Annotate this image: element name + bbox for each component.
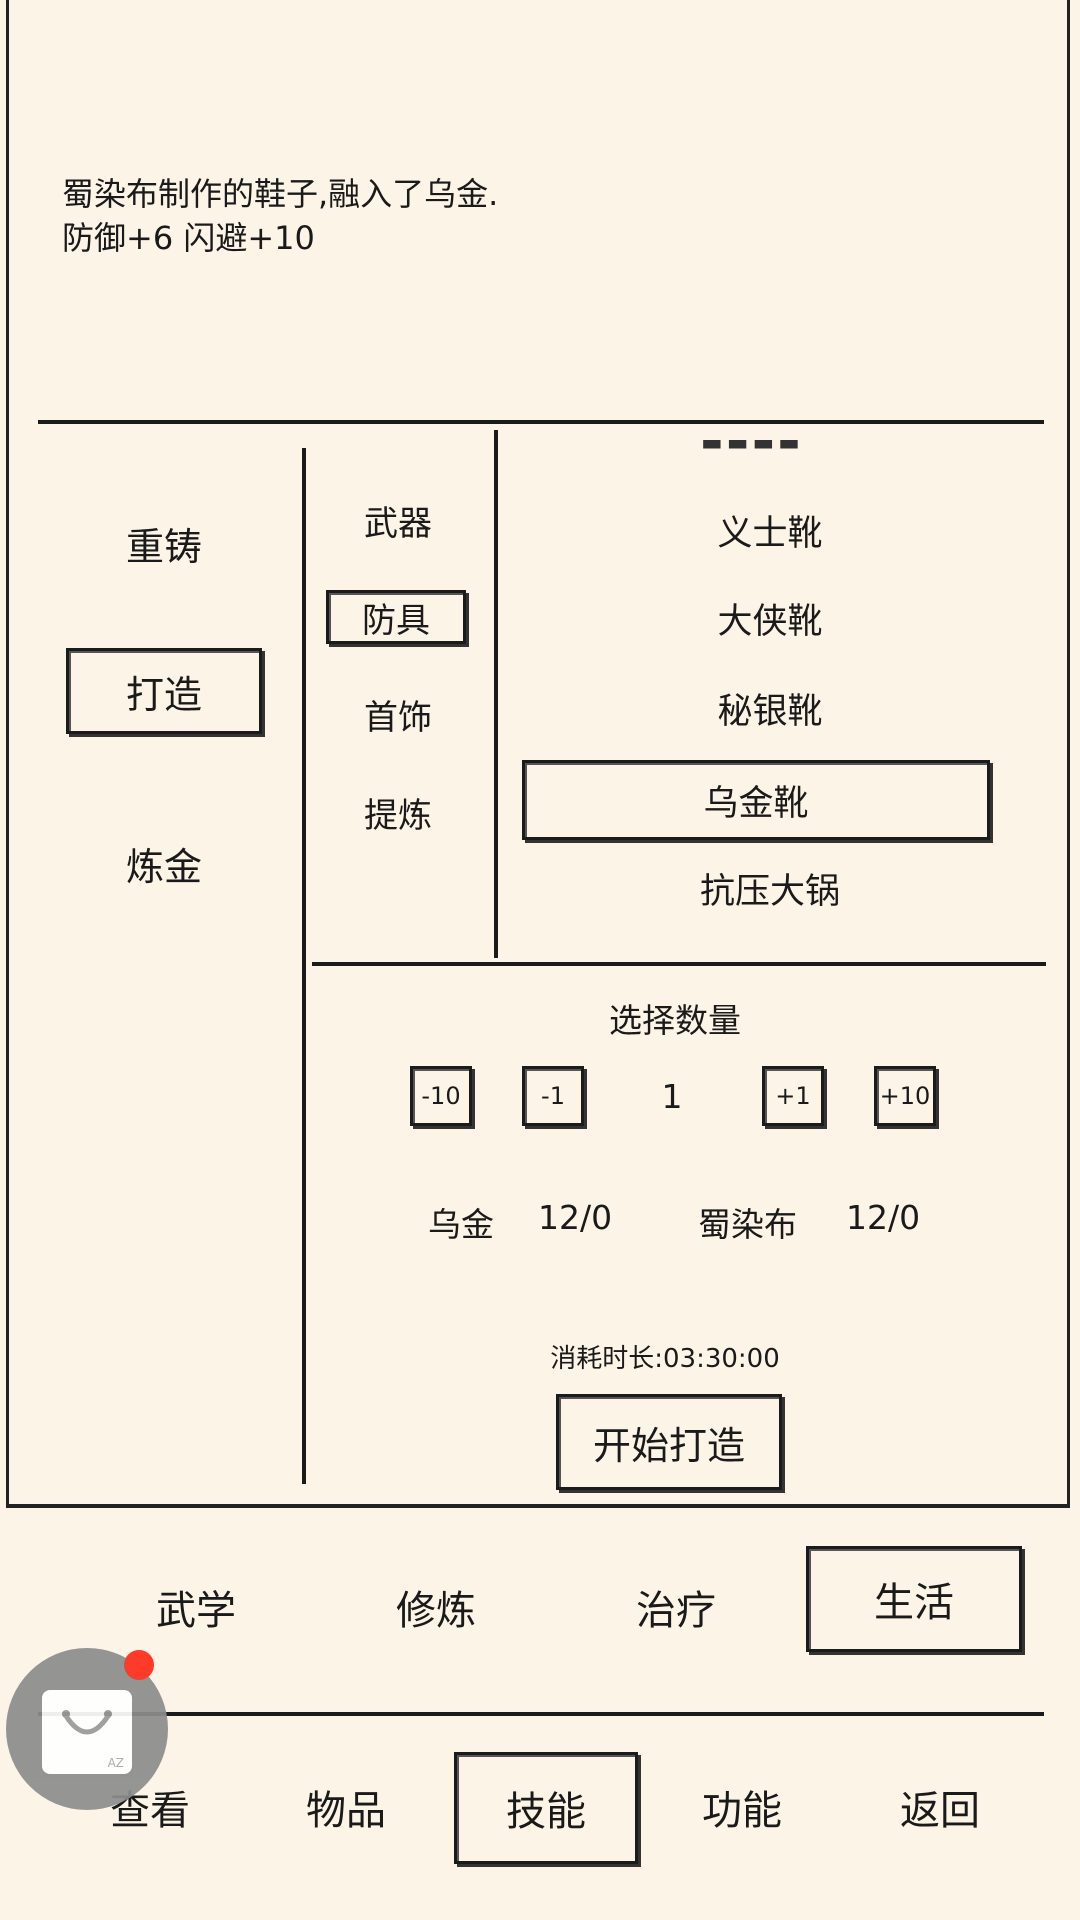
category-refine[interactable]: 提炼 xyxy=(364,795,432,836)
nav-items[interactable]: 物品 xyxy=(306,1788,386,1834)
category-armor[interactable]: 防具 xyxy=(326,590,466,644)
item-description-line2: 防御+6 闪避+10 xyxy=(62,219,315,257)
quantity-plus-1-label: +1 xyxy=(775,1082,811,1110)
start-forge-label: 开始打造 xyxy=(592,1423,745,1468)
recipe-item[interactable]: 义士靴 xyxy=(717,513,823,554)
nav-skills[interactable]: 技能 xyxy=(454,1752,638,1864)
quantity-value: 1 xyxy=(661,1076,683,1116)
category-armor-label: 防具 xyxy=(362,600,430,641)
nav-functions[interactable]: 功能 xyxy=(702,1788,782,1834)
main-panel xyxy=(6,0,1070,1508)
category-accessory[interactable]: 首饰 xyxy=(364,697,432,738)
category-column-divider xyxy=(494,430,498,958)
shopping-bag-caption: AZ xyxy=(107,1756,124,1770)
start-forge-button[interactable]: 开始打造 xyxy=(556,1394,782,1490)
quantity-minus-10-button[interactable]: -10 xyxy=(410,1066,472,1126)
nav-skills-label: 技能 xyxy=(506,1789,586,1835)
menu-recast[interactable]: 重铸 xyxy=(125,524,202,569)
tab-healing[interactable]: 治疗 xyxy=(636,1588,716,1634)
quantity-title: 选择数量 xyxy=(609,1001,741,1040)
description-divider xyxy=(38,420,1044,424)
tab-cultivation[interactable]: 修炼 xyxy=(396,1588,476,1634)
quantity-minus-10-label: -10 xyxy=(421,1082,461,1110)
floating-shop-widget[interactable]: AZ xyxy=(6,1648,168,1810)
quantity-plus-10-label: +10 xyxy=(879,1082,931,1110)
tab-life[interactable]: 生活 xyxy=(806,1546,1022,1652)
material-name: 蜀染布 xyxy=(698,1205,797,1244)
material-count: 12/0 xyxy=(846,1198,921,1237)
material-name: 乌金 xyxy=(428,1205,494,1244)
menu-forge-label: 打造 xyxy=(125,672,202,717)
quantity-minus-1-label: -1 xyxy=(541,1082,565,1110)
material-count: 12/0 xyxy=(538,1198,613,1237)
category-weapon[interactable]: 武器 xyxy=(364,503,432,544)
recipe-list-clipped-item: ▪▪▪▪ xyxy=(700,440,830,454)
item-description-line1: 蜀染布制作的鞋子,融入了乌金. xyxy=(62,175,499,213)
left-column-divider xyxy=(302,448,306,1484)
bottom-nav-divider xyxy=(38,1712,1044,1716)
nav-back[interactable]: 返回 xyxy=(900,1788,980,1834)
tab-life-label: 生活 xyxy=(874,1580,954,1626)
quantity-plus-10-button[interactable]: +10 xyxy=(874,1066,936,1126)
recipe-item[interactable]: 大侠靴 xyxy=(717,601,823,642)
quantity-plus-1-button[interactable]: +1 xyxy=(762,1066,824,1126)
recipe-list-divider xyxy=(312,962,1046,966)
recipe-item[interactable]: 秘银靴 xyxy=(717,691,823,732)
shopping-bag-icon: AZ xyxy=(42,1690,132,1774)
notification-badge xyxy=(124,1650,154,1680)
tab-martial-arts[interactable]: 武学 xyxy=(156,1588,236,1634)
menu-forge[interactable]: 打造 xyxy=(66,648,262,734)
recipe-item[interactable]: 抗压大锅 xyxy=(699,871,840,912)
recipe-item-selected[interactable]: 乌金靴 xyxy=(522,760,990,840)
craft-duration: 消耗时长:03:30:00 xyxy=(550,1343,780,1374)
menu-alchemy[interactable]: 炼金 xyxy=(125,844,202,889)
recipe-item-selected-label: 乌金靴 xyxy=(703,783,809,824)
quantity-minus-1-button[interactable]: -1 xyxy=(522,1066,584,1126)
